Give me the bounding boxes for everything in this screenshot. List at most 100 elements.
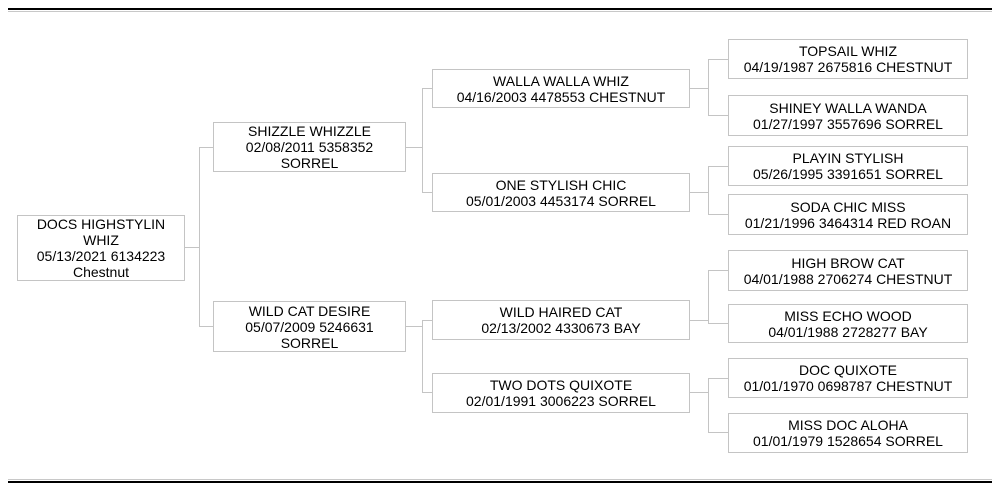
coat-color: SORREL <box>885 433 943 449</box>
foal-date: 02/01/1991 <box>466 393 537 409</box>
pedigree-node-dam: WILD CAT DESIRE 05/07/2009 5246631 SORRE… <box>213 301 406 352</box>
registration-number: 3557696 <box>826 115 882 132</box>
horse-name: DOCS HIGHSTYLIN WHIZ <box>36 216 166 248</box>
pedigree-node-sire: SHIZZLE WHIZZLE 02/08/2011 5358352 SORRE… <box>213 122 406 172</box>
coat-color: Chestnut <box>72 264 130 280</box>
horse-details: 01/27/1997 3557696 SORREL <box>732 116 964 132</box>
horse-name: WILD CAT DESIRE <box>248 302 371 319</box>
horse-details: 02/01/1991 3006223 SORREL <box>436 393 686 409</box>
coat-color: BAY <box>613 320 641 336</box>
foal-date: 01/01/1979 <box>753 433 824 449</box>
coat-color: CHESTNUT <box>876 378 953 394</box>
registration-number: 5358352 <box>318 139 374 155</box>
pedigree-node-sire-dam-dam: SODA CHIC MISS 01/21/1996 3464314 RED RO… <box>728 194 968 235</box>
registration-number: 2706274 <box>817 270 873 287</box>
connector-dam-sire-to-parents <box>690 270 728 324</box>
horse-name: PLAYIN STYLISH <box>792 150 904 166</box>
foal-date: 05/07/2009 <box>245 318 316 335</box>
coat-color: CHESTNUT <box>876 270 953 287</box>
coat-color: SORREL <box>598 192 656 209</box>
horse-name: WALLA WALLA WHIZ <box>493 72 629 89</box>
pedigree-node-dam-sire-dam: MISS ECHO WOOD 04/01/1988 2728277 BAY <box>728 304 968 343</box>
coat-color: CHESTNUT <box>589 88 666 105</box>
foal-date: 01/27/1997 <box>753 115 824 132</box>
foal-date: 01/21/1996 <box>744 214 815 231</box>
horse-name: TWO DOTS QUIXOTE <box>489 377 633 393</box>
connector-sire-to-grandparents <box>406 88 432 193</box>
top-rule <box>8 8 992 12</box>
horse-name: MISS DOC ALOHA <box>788 417 908 433</box>
horse-details: 04/01/1988 2728277 BAY <box>732 324 964 340</box>
pedigree-node-dam-dam-dam: MISS DOC ALOHA 01/01/1979 1528654 SORREL <box>728 413 968 453</box>
coat-color: SORREL <box>280 334 339 351</box>
pedigree-node-sire-sire-sire: TOPSAIL WHIZ 04/19/1987 2675816 CHESTNUT <box>728 39 968 79</box>
coat-color: SORREL <box>598 393 656 409</box>
horse-details: 02/13/2002 4330673 BAY <box>436 320 686 336</box>
foal-date: 01/01/1970 <box>743 378 814 394</box>
pedigree-node-sire-sire: WALLA WALLA WHIZ 04/16/2003 4478553 CHES… <box>432 69 690 108</box>
connector-dam-dam-to-parents <box>690 378 728 433</box>
foal-date: 04/19/1987 <box>743 59 814 75</box>
coat-color: SORREL <box>280 155 339 171</box>
foal-date: 02/13/2002 <box>481 320 552 336</box>
horse-details: 05/07/2009 5246631 SORREL <box>217 319 402 351</box>
registration-number: 5246631 <box>319 318 374 335</box>
horse-name: MISS ECHO WOOD <box>784 307 912 324</box>
horse-details: 05/13/2021 6134223 Chestnut <box>21 248 181 280</box>
connector-root-to-parents <box>185 147 213 327</box>
registration-number: 3464314 <box>818 214 874 231</box>
horse-details: 04/19/1987 2675816 CHESTNUT <box>732 59 964 75</box>
connector-sire-dam-to-parents <box>690 166 728 215</box>
registration-number: 3006223 <box>539 393 595 409</box>
horse-name: SHIZZLE WHIZZLE <box>248 123 371 139</box>
horse-name: WILD HAIRED CAT <box>499 304 623 320</box>
foal-date: 04/16/2003 <box>456 88 527 105</box>
pedigree-node-dam-dam: TWO DOTS QUIXOTE 02/01/1991 3006223 SORR… <box>432 373 690 413</box>
horse-details: 05/26/1995 3391651 SORREL <box>732 166 964 182</box>
horse-name: HIGH BROW CAT <box>791 254 905 271</box>
connector-dam-to-grandparents <box>406 320 432 393</box>
registration-number: 2728277 <box>842 323 897 340</box>
coat-color: SORREL <box>885 166 943 182</box>
horse-details: 05/01/2003 4453174 SORREL <box>436 193 686 209</box>
registration-number: 1528654 <box>826 433 882 449</box>
horse-details: 01/01/1970 0698787 CHESTNUT <box>732 378 964 394</box>
foal-date: 05/01/2003 <box>466 192 537 209</box>
horse-name: TOPSAIL WHIZ <box>798 43 897 59</box>
connector-sire-sire-to-parents <box>690 59 728 116</box>
horse-name: DOC QUIXOTE <box>798 362 897 378</box>
registration-number: 3391651 <box>826 166 882 182</box>
coat-color: CHESTNUT <box>876 59 953 75</box>
foal-date: 05/13/2021 <box>36 248 107 264</box>
registration-number: 4478553 <box>530 88 586 105</box>
pedigree-node-root: DOCS HIGHSTYLIN WHIZ 05/13/2021 6134223 … <box>17 215 185 281</box>
foal-date: 02/08/2011 <box>245 139 315 155</box>
pedigree-node-dam-sire-sire: HIGH BROW CAT 04/01/1988 2706274 CHESTNU… <box>728 250 968 291</box>
horse-details: 01/21/1996 3464314 RED ROAN <box>732 215 964 231</box>
coat-color: RED ROAN <box>877 214 952 231</box>
pedigree-node-dam-sire: WILD HAIRED CAT 02/13/2002 4330673 BAY <box>432 300 690 340</box>
horse-details: 04/16/2003 4478553 CHESTNUT <box>436 89 686 105</box>
foal-date: 04/01/1988 <box>768 323 839 340</box>
horse-name: ONE STYLISH CHIC <box>495 176 627 193</box>
horse-name: SHINEY WALLA WANDA <box>769 99 927 116</box>
pedigree-node-dam-dam-sire: DOC QUIXOTE 01/01/1970 0698787 CHESTNUT <box>728 358 968 398</box>
horse-name: SODA CHIC MISS <box>790 198 906 215</box>
foal-date: 05/26/1995 <box>753 166 824 182</box>
pedigree-node-sire-dam: ONE STYLISH CHIC 05/01/2003 4453174 SORR… <box>432 173 690 212</box>
registration-number: 6134223 <box>110 248 166 264</box>
horse-details: 02/08/2011 5358352 SORREL <box>217 139 402 171</box>
registration-number: 4330673 <box>555 320 610 336</box>
bottom-rule <box>8 479 992 483</box>
registration-number: 2675816 <box>817 59 873 75</box>
registration-number: 0698787 <box>817 378 873 394</box>
pedigree-node-sire-sire-dam: SHINEY WALLA WANDA 01/27/1997 3557696 SO… <box>728 95 968 136</box>
coat-color: BAY <box>900 323 928 340</box>
registration-number: 4453174 <box>539 192 595 209</box>
pedigree-node-sire-dam-sire: PLAYIN STYLISH 05/26/1995 3391651 SORREL <box>728 146 968 186</box>
horse-details: 01/01/1979 1528654 SORREL <box>732 433 964 449</box>
coat-color: SORREL <box>885 115 943 132</box>
foal-date: 04/01/1988 <box>743 270 814 287</box>
